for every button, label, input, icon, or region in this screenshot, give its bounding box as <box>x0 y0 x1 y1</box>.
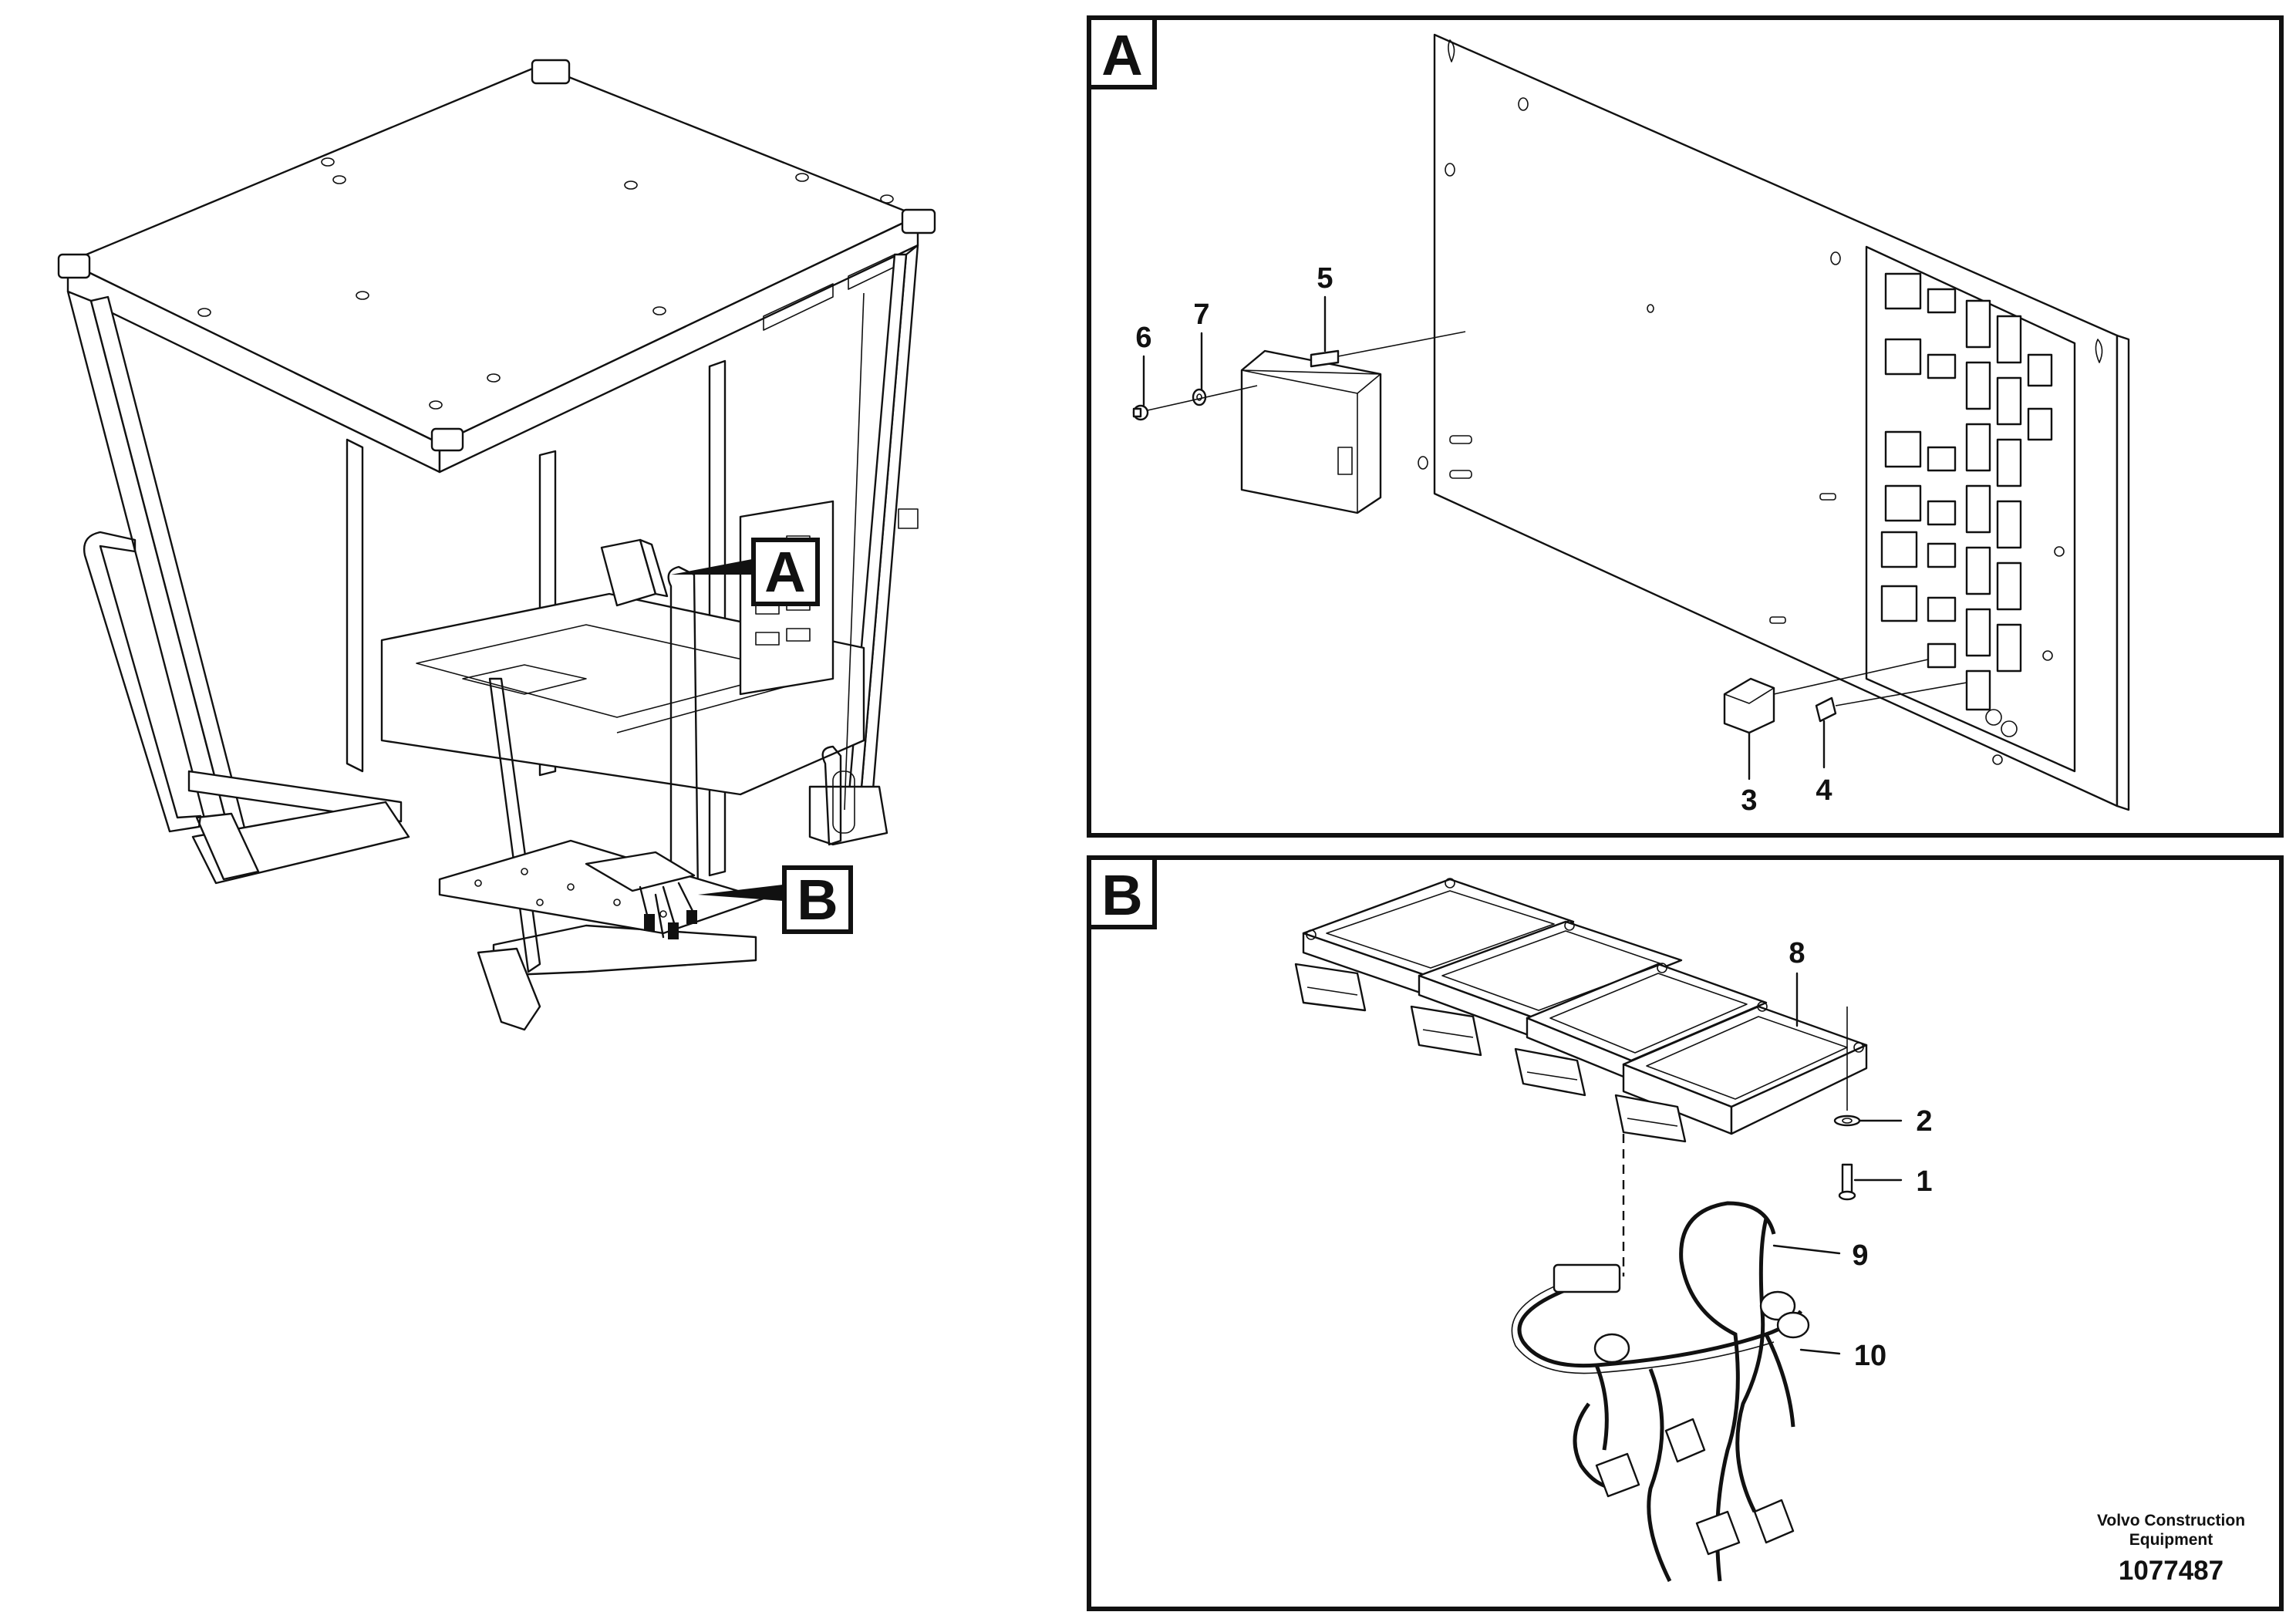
callout-6: 6 <box>1135 322 1152 406</box>
callout-9: 9 <box>1772 1239 1869 1272</box>
svg-text:8: 8 <box>1789 937 1805 969</box>
detail-a-tag: A <box>1101 23 1142 87</box>
callout-5: 5 <box>1317 262 1333 352</box>
company-name-line2: Equipment <box>2129 1531 2213 1549</box>
svg-text:10: 10 <box>1854 1340 1886 1372</box>
svg-text:5: 5 <box>1317 262 1333 295</box>
cab-frame-overview <box>57 59 936 1031</box>
svg-text:1: 1 <box>1916 1165 1932 1198</box>
svg-text:7: 7 <box>1193 298 1209 331</box>
svg-text:A: A <box>764 540 805 604</box>
callout-10: 10 <box>1799 1340 1886 1372</box>
callout-8: 8 <box>1789 937 1805 1027</box>
detail-b-panel: B <box>1087 855 2284 1611</box>
svg-text:B: B <box>797 868 838 932</box>
view-marker-b: B <box>782 865 853 934</box>
callout-1: 1 <box>1853 1165 1933 1198</box>
callout-7: 7 <box>1193 298 1210 391</box>
svg-text:9: 9 <box>1852 1239 1868 1272</box>
svg-text:6: 6 <box>1135 322 1151 354</box>
detail-b-tag: B <box>1101 863 1142 927</box>
callout-2: 2 <box>1859 1105 1933 1138</box>
drawing-number: 1077487 <box>2119 1556 2224 1586</box>
company-name-line1: Volvo Construction <box>2097 1512 2245 1529</box>
detail-a-panel: A <box>1087 15 2284 838</box>
svg-text:3: 3 <box>1741 784 1757 817</box>
callout-4: 4 <box>1816 720 1832 807</box>
svg-text:4: 4 <box>1816 774 1832 807</box>
leader-b <box>698 885 783 901</box>
leader-a <box>671 559 752 575</box>
callout-3: 3 <box>1741 731 1758 817</box>
svg-text:2: 2 <box>1916 1105 1932 1138</box>
view-marker-a: A <box>751 538 820 606</box>
